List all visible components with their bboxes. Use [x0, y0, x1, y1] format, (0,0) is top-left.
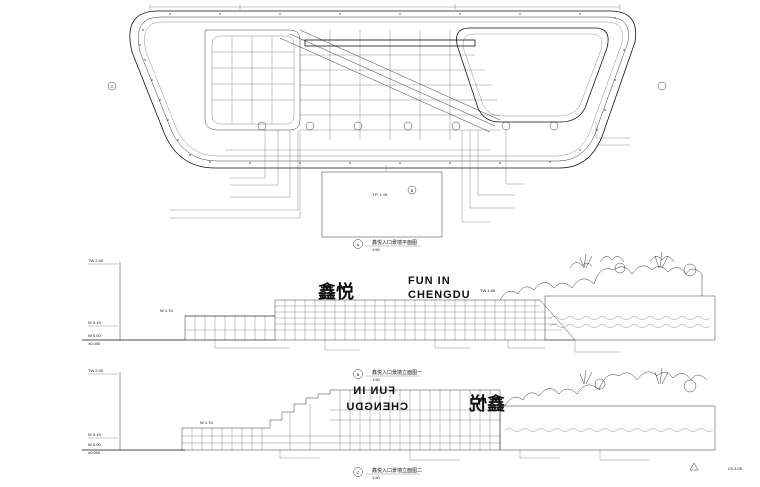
plan-marker-label: A: [357, 242, 360, 247]
elev-c-planter-wall: [499, 405, 716, 451]
plan-title-block: A 鑫悦入口景墙平面图 1:50: [353, 239, 420, 252]
elev-c-level-top: TW 2.40: [88, 368, 104, 373]
plan-scale: 1:50: [372, 247, 381, 252]
elev-c-planter-texture: [504, 428, 714, 432]
elev-b-right-level: TW 1.85: [480, 288, 496, 293]
plan-section-marker-right: [657, 81, 667, 91]
elev-c-scale: 1:50: [372, 475, 381, 480]
plan-trees: [257, 121, 559, 131]
elev-b-planter-wall: [544, 295, 716, 341]
plan-marker-b-label: B: [411, 188, 414, 193]
elev-b-title-block: B 鑫悦入口景墙立面图一 1:50: [353, 369, 422, 382]
elev-c-leaders: [279, 450, 650, 461]
elev-c-level-low: W 0.00: [88, 442, 101, 447]
plan-gravel-band-inner: [144, 21, 623, 157]
elev-b-plants: [499, 251, 703, 301]
elev-b-low-wall: [184, 315, 276, 341]
plan-center-paving: [300, 30, 500, 140]
plan-diagonal-steps: [279, 29, 501, 133]
plan-marker-b: B: [407, 185, 417, 195]
elev-b-sign-en-1: FUN IN: [408, 275, 451, 287]
elev-c-title: 鑫悦入口景墙立面图二: [372, 467, 422, 474]
elev-b-ground: ±0.000: [88, 341, 101, 346]
elev-b-sign-level: W 1.75: [160, 308, 173, 313]
elev-b-wall-hatch: [185, 300, 562, 340]
plan-left-planter-grid: [212, 36, 294, 124]
elev-b-planter-texture: [549, 316, 711, 328]
elev-c-sign-mirrored: FUN IN CHENGDU 鑫悦: [345, 385, 506, 414]
elev-b-sign-en-2: CHENGDU: [408, 289, 471, 301]
plan-leaders: [170, 122, 630, 223]
elev-b-stepped-wall: [185, 299, 576, 341]
plan-plaza-level: T.P. 1.15: [372, 192, 388, 197]
elev-c-marker: C: [357, 470, 360, 475]
sheet-code: LS-3.05: [728, 466, 743, 471]
plan-left-planter-inner: [211, 35, 295, 125]
elev-b-level-mid: W 0.15: [88, 320, 101, 325]
north-triangle-icon: [689, 462, 699, 471]
plan-right-pool: [456, 27, 609, 123]
elev-c-wall-hatch: [182, 390, 500, 450]
plan-lower-plaza: [321, 171, 443, 238]
elev-c-sign-cn: 鑫悦: [469, 393, 506, 414]
elev-c-step-level: W 1.75: [200, 420, 213, 425]
plan-outer-boundary: [129, 10, 637, 169]
plan-view: C B: [107, 4, 667, 252]
elev-c-title-block: C 鑫悦入口景墙立面图二 1:50: [353, 467, 422, 480]
plan-left-planter: [204, 29, 301, 131]
elev-c-stepped-wall: [181, 389, 501, 451]
elev-b-sign-cn: 鑫悦: [317, 281, 354, 302]
elev-c-sign-en-2: CHENGDU: [345, 401, 408, 413]
elev-b-scale: 1:50: [372, 377, 381, 382]
elev-c-ground: ±0.000: [88, 450, 101, 455]
plan-feature-wall: [304, 39, 476, 47]
plan-dimensions: [149, 4, 621, 151]
plan-title: 鑫悦入口景墙平面图: [372, 239, 417, 246]
elevation-c: TW 2.40 W 0.15 W 0.00 ±0.000 W 1.75: [82, 367, 716, 480]
elev-c-sign-en-1: FUN IN: [352, 385, 395, 397]
plan-section-marker-c: C: [107, 81, 117, 91]
plan-right-pool-inner: [462, 33, 603, 117]
elev-b-marker: B: [357, 372, 360, 377]
elev-c-plants: [504, 367, 708, 407]
elev-b-level-low: W 0.00: [88, 333, 101, 338]
elev-c-level-mid: W 0.15: [88, 432, 101, 437]
sheet-footer: LS-3.05: [689, 462, 743, 471]
section-c-label: C: [111, 84, 114, 89]
plan-gravel-stipple: [139, 13, 625, 164]
elev-b-level-top: TW 2.40: [88, 258, 104, 263]
elevation-b: TW 2.40 W 0.15 W 0.00 ±0.000 W 1.75: [82, 251, 716, 382]
elev-b-title: 鑫悦入口景墙立面图一: [372, 369, 422, 376]
elev-b-leaders: [214, 340, 620, 353]
plan-gravel-band: [138, 16, 629, 162]
